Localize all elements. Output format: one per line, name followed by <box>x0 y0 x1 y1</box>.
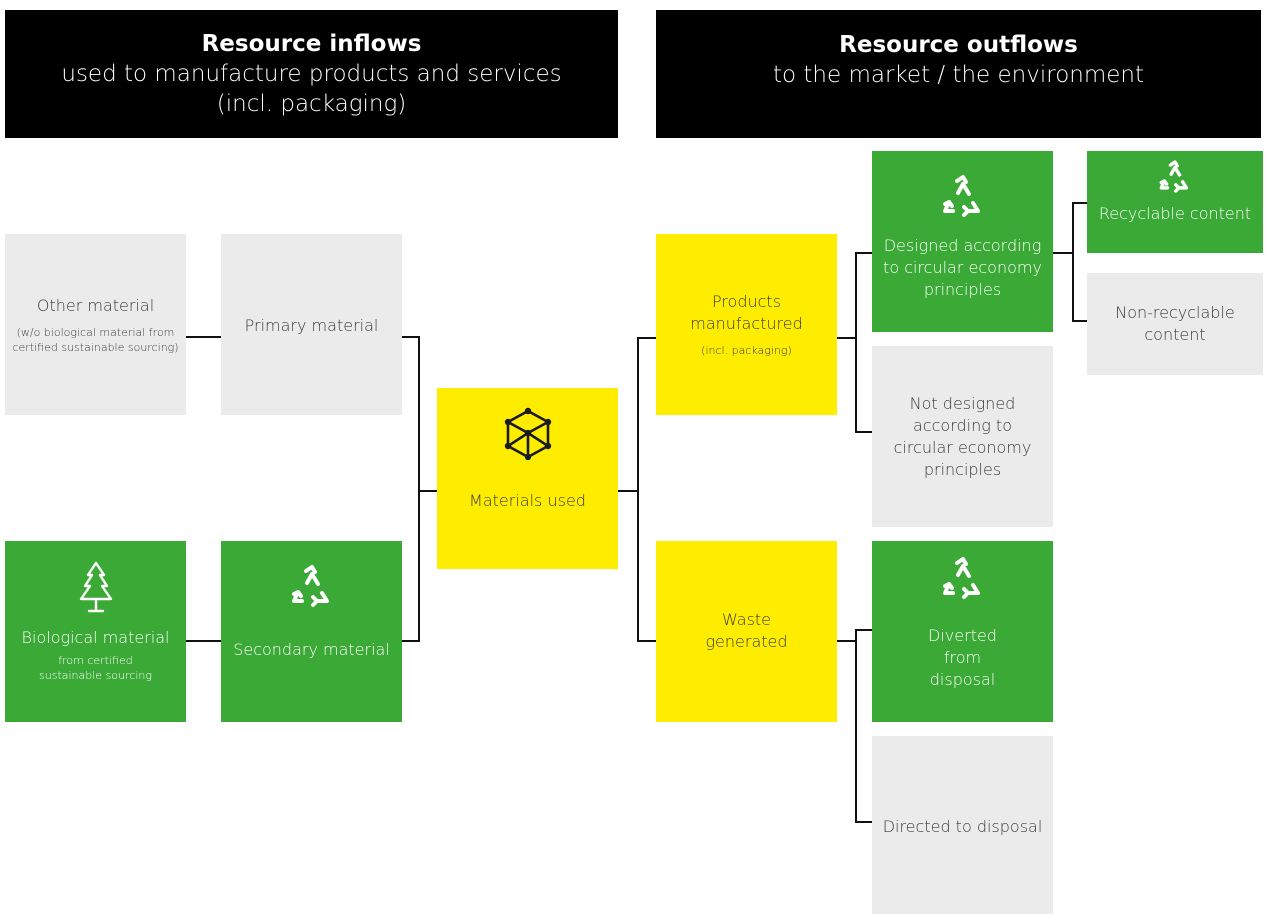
primary-material-box: Primary material <box>221 234 402 415</box>
biological-material-box: Biological material from certified susta… <box>5 541 186 722</box>
connector-to-non-recyclable <box>1072 320 1087 322</box>
connector-designed-vertical <box>1072 202 1074 322</box>
designed-circular-label: Designed according to circular economy p… <box>883 236 1042 299</box>
connector-inflows-to-materials <box>418 490 437 492</box>
connector-designed-out <box>1053 252 1074 254</box>
biological-material-label: Biological material <box>21 628 170 647</box>
designed-circular-box: Designed according to circular economy p… <box>872 151 1053 332</box>
connector-inflows-vertical <box>418 336 420 642</box>
header-outflows-line1: to the market / the environment <box>773 62 1144 88</box>
diverted-from-disposal-box: Diverted from disposal <box>872 541 1053 722</box>
connector-products-out <box>837 337 857 339</box>
connector-materials-out <box>618 490 639 492</box>
molecule-cube-icon <box>504 407 551 461</box>
non-recyclable-content-label: Non-recyclable content <box>1115 303 1235 344</box>
products-manufactured-label: Products manufactured <box>690 292 803 333</box>
primary-material-label: Primary material <box>244 316 379 335</box>
header-inflows-line1: used to manufacture products and service… <box>61 61 562 87</box>
not-designed-circular-box: Not designed according to circular econo… <box>872 346 1053 527</box>
not-designed-circular-label: Not designed according to circular econo… <box>893 393 1032 479</box>
header-inflows-title: Resource inflows <box>201 31 422 57</box>
secondary-material-box: Secondary material <box>221 541 402 722</box>
non-recyclable-content-box: Non-recyclable content <box>1087 273 1263 375</box>
directed-to-disposal-label: Directed to disposal <box>882 817 1043 836</box>
recyclable-content-label: Recyclable content <box>1098 204 1252 223</box>
tree-icon <box>79 561 112 613</box>
secondary-material-label: Secondary material <box>233 640 390 659</box>
other-material-note: (w/o biological material from certified … <box>12 325 179 354</box>
header-outflows: Resource outflows to the market / the en… <box>656 10 1261 138</box>
recycle-icon <box>942 557 980 599</box>
header-inflows: Resource inflows used to manufacture pro… <box>5 10 618 138</box>
recycle-icon <box>942 175 980 217</box>
connector-to-recyclable <box>1072 202 1087 204</box>
waste-generated-label: Waste generated <box>705 610 788 651</box>
diverted-from-disposal-label: Diverted from disposal <box>928 626 997 689</box>
connector-secondary-stub <box>402 640 420 642</box>
other-material-box: Other material (w/o biological material … <box>5 234 186 415</box>
directed-to-disposal-box: Directed to disposal <box>872 736 1053 914</box>
connector-to-diverted <box>855 629 872 631</box>
products-manufactured-box: Products manufactured (incl. packaging) <box>656 234 837 415</box>
recyclable-content-box: Recyclable content <box>1087 151 1263 253</box>
connector-outflows-vertical <box>637 337 639 642</box>
materials-used-box: Materials used <box>437 388 618 569</box>
other-material-label: Other material <box>36 295 155 315</box>
connector-to-waste <box>637 640 656 642</box>
connector-other-primary <box>186 336 221 338</box>
connector-products-vertical <box>855 252 857 433</box>
waste-generated-box: Waste generated <box>656 541 837 722</box>
recycle-icon <box>291 565 329 607</box>
materials-used-label: Materials used <box>469 491 586 510</box>
connector-waste-vertical <box>855 629 857 823</box>
header-outflows-title: Resource outflows <box>839 32 1078 58</box>
connector-to-not-designed <box>855 431 872 433</box>
header-inflows-line2: (incl. packaging) <box>216 91 407 117</box>
connector-to-directed <box>855 821 872 823</box>
connector-primary-stub <box>402 336 420 338</box>
connector-to-products <box>637 337 656 339</box>
recycle-icon <box>1159 160 1189 193</box>
connector-to-designed <box>855 252 872 254</box>
connector-waste-out <box>837 640 857 642</box>
connector-bio-secondary <box>186 640 221 642</box>
biological-material-note: from certified sustainable sourcing <box>39 654 152 682</box>
products-manufactured-note: (incl. packaging) <box>701 344 792 357</box>
